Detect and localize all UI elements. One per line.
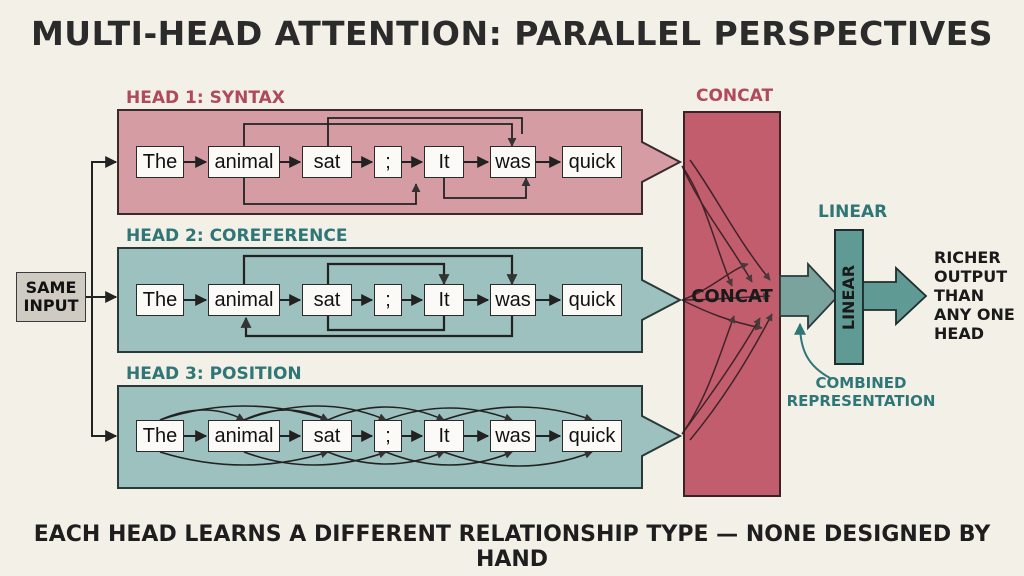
concat-top-label: CONCAT	[696, 86, 774, 106]
token-h1-4: It	[424, 146, 464, 178]
token-sequence-arrows	[184, 156, 562, 442]
token-h3-5: was	[490, 420, 536, 452]
head3-position-arcs	[159, 405, 593, 467]
head1-syntax-arcs	[243, 117, 531, 205]
head2-coreference-arcs	[240, 254, 518, 338]
token-h2-1: animal	[208, 284, 280, 316]
combined-line1: COMBINED	[815, 374, 907, 392]
same-input-box: SAME INPUT	[16, 272, 86, 322]
combined-line2: REPRESENTATION	[786, 392, 936, 410]
token-h2-0: The	[136, 284, 184, 316]
combined-pointer-arrow	[794, 322, 831, 379]
token-h3-3: ;	[374, 420, 402, 452]
token-h2-4: It	[424, 284, 464, 316]
token-h1-1: animal	[208, 146, 280, 178]
output-line: ANY ONE	[934, 305, 1015, 324]
token-h3-4: It	[424, 420, 464, 452]
same-input-line1: SAME	[25, 278, 77, 297]
token-h3-0: The	[136, 420, 184, 452]
head2-label: HEAD 2: COREFERENCE	[126, 226, 348, 246]
output-line: RICHER	[934, 248, 1001, 267]
linear-inside-text: LINEAR	[839, 264, 859, 330]
concat-inside-label: CONCAT	[691, 286, 773, 307]
combined-representation-label: COMBINED REPRESENTATION	[786, 374, 936, 410]
input-split-lines	[86, 156, 118, 442]
linear-top-label: LINEAR	[818, 202, 888, 222]
token-h1-6: quick	[562, 146, 622, 178]
output-line: OUTPUT	[934, 267, 1008, 286]
page-title: MULTI-HEAD ATTENTION: PARALLEL PERSPECTI…	[30, 14, 994, 53]
token-h1-3: ;	[374, 146, 402, 178]
head1-label: HEAD 1: SYNTAX	[126, 88, 285, 108]
token-h1-2: sat	[302, 146, 352, 178]
token-h1-0: The	[136, 146, 184, 178]
token-h2-2: sat	[302, 284, 352, 316]
head3-label: HEAD 3: POSITION	[126, 364, 302, 384]
head-to-concat-curves	[681, 159, 773, 441]
footer-caption: EACH HEAD LEARNS A DIFFERENT RELATIONSHI…	[33, 522, 991, 572]
output-text: RICHER OUTPUT THAN ANY ONE HEAD	[934, 248, 1024, 343]
token-h2-5: was	[490, 284, 536, 316]
token-h2-6: quick	[562, 284, 622, 316]
same-input-line2: INPUT	[23, 296, 79, 315]
concat-bar	[683, 111, 781, 497]
output-line: HEAD	[934, 324, 984, 343]
token-h3-1: animal	[208, 420, 280, 452]
linear-to-output-arrow	[862, 265, 928, 327]
token-h3-6: quick	[562, 420, 622, 452]
concat-to-linear-arrow	[779, 261, 840, 331]
linear-box	[834, 229, 864, 365]
linear-inside-label: LINEAR	[835, 232, 863, 362]
output-line: THAN	[934, 286, 985, 305]
token-h1-5: was	[490, 146, 536, 178]
token-h2-3: ;	[374, 284, 402, 316]
token-h3-2: sat	[302, 420, 352, 452]
